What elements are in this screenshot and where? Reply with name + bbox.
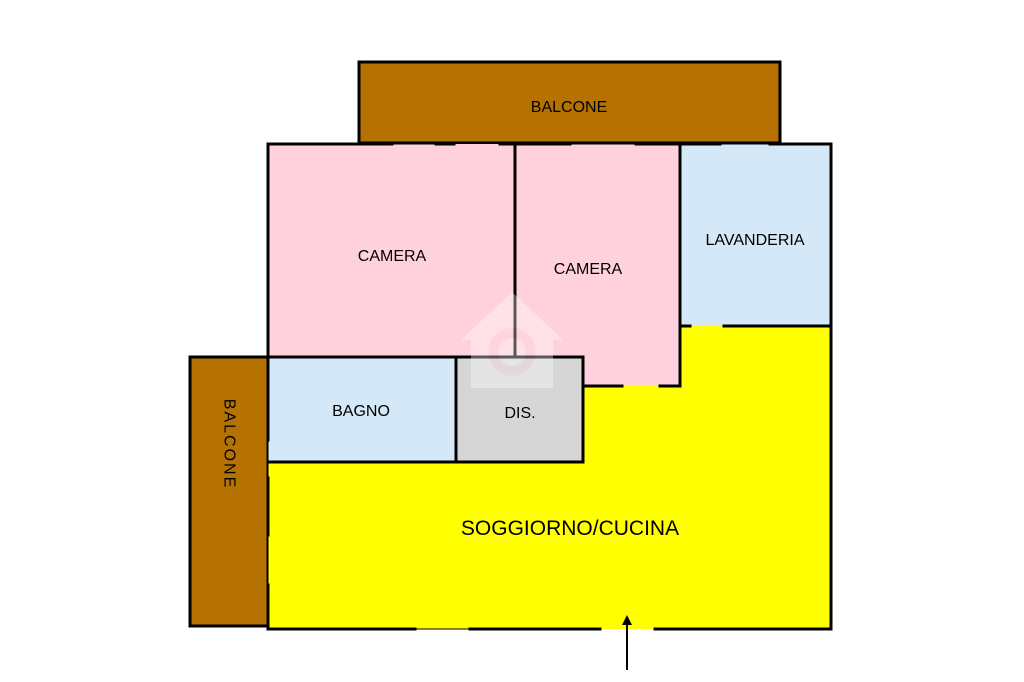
living-kitchen-label: SOGGIORNO/CUCINA: [461, 517, 679, 540]
balcony-left-label: BALCONE: [221, 399, 238, 489]
house-logo-icon: [461, 292, 563, 388]
room-living-kitchen: SOGGIORNO/CUCINA: [268, 326, 831, 629]
walls: [266, 142, 833, 631]
balcony-top: BALCONE: [357, 60, 782, 145]
bedroom-right-label: CAMERA: [554, 261, 623, 278]
room-bedroom-right: CAMERA: [515, 144, 680, 386]
entrance-arrow-icon: [622, 615, 632, 670]
bathroom-label: BAGNO: [332, 403, 390, 420]
room-laundry: LAVANDERIA: [680, 144, 831, 326]
balcony-left: BALCONE: [188, 355, 270, 628]
room-bedroom-left: CAMERA: [268, 144, 515, 357]
openings: [267, 143, 770, 630]
room-bathroom: BAGNO: [268, 357, 456, 462]
bedroom-left-label: CAMERA: [358, 248, 427, 265]
room-hallway: DIS.: [456, 357, 583, 462]
laundry-label: LAVANDERIA: [706, 232, 805, 249]
balcony-top-label: BALCONE: [531, 99, 607, 116]
hallway-label: DIS.: [504, 405, 535, 422]
